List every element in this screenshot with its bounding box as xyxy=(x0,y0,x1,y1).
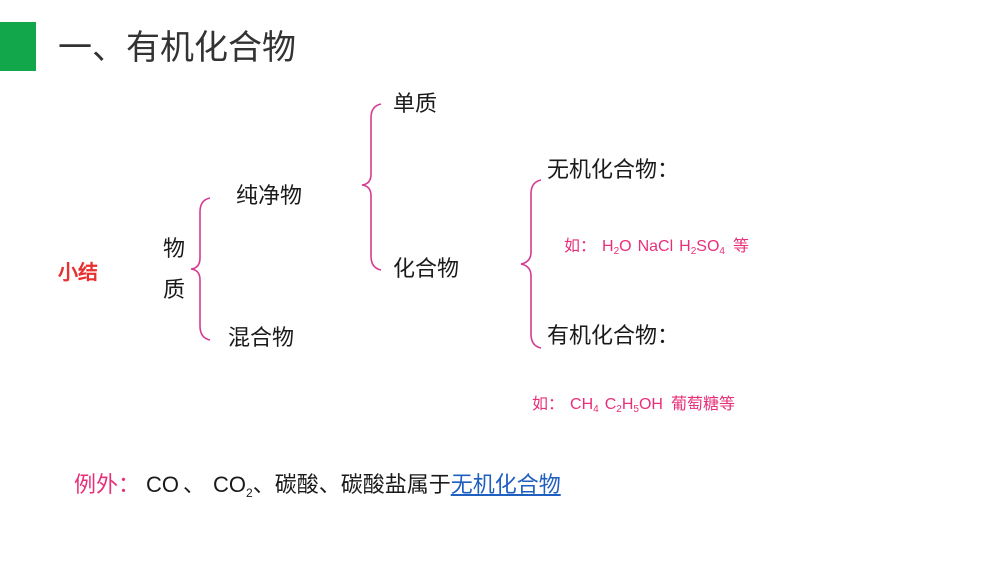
node-organic-compound: 有机化合物： xyxy=(547,324,680,349)
organic-formula: C2H5OH xyxy=(604,396,663,415)
node-compound: 化合物 xyxy=(393,257,460,282)
inorganic-formula: NaCl xyxy=(637,238,674,255)
node-pure-substance: 纯净物 xyxy=(236,184,303,209)
brace-compound xyxy=(520,179,542,349)
example-suffix: 等 xyxy=(732,236,749,255)
separator: 、 xyxy=(183,473,206,498)
node-element: 单质 xyxy=(393,92,438,117)
example-suffix: 葡萄糖等 xyxy=(670,394,735,413)
formula-co: CO xyxy=(146,472,180,497)
inorganic-examples: 如： H2O NaCl H2SO4 等 xyxy=(564,235,749,258)
example-prefix: 如： xyxy=(532,394,565,413)
formula-co2: CO2 xyxy=(213,472,253,500)
slide-title: 一、有机化合物 xyxy=(58,28,296,68)
title-accent-bar xyxy=(0,22,36,71)
exception-note: 例外：CO、 CO2、碳酸、碳酸盐属于无机化合物 xyxy=(74,470,561,501)
root-char-1: 物 xyxy=(163,237,186,262)
inorganic-compound-link[interactable]: 无机化合物 xyxy=(450,473,561,498)
exception-text: 、碳酸、碳酸盐属于 xyxy=(252,473,451,498)
summary-label: 小结 xyxy=(58,260,98,284)
inorganic-formula: H2O xyxy=(602,238,632,257)
brace-substance xyxy=(190,197,211,341)
root-char-2: 质 xyxy=(163,278,186,303)
node-inorganic-compound: 无机化合物： xyxy=(547,158,680,183)
example-prefix: 如： xyxy=(564,236,597,255)
exception-label: 例外： xyxy=(74,473,141,498)
node-mixture: 混合物 xyxy=(228,326,295,351)
inorganic-formula: H2SO4 xyxy=(679,238,725,257)
brace-pure xyxy=(361,103,382,271)
organic-formula: CH4 xyxy=(570,396,599,415)
organic-examples: 如： CH4 C2H5OH 葡萄糖等 xyxy=(532,393,735,416)
